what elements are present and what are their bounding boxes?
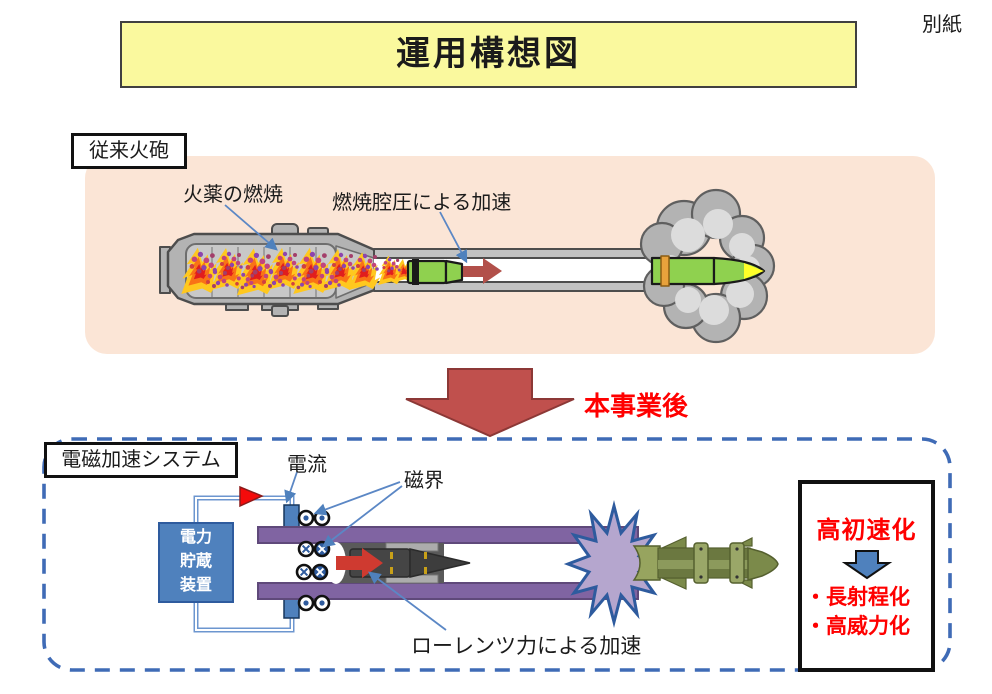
railgun-illustration [193, 471, 779, 633]
exiting-shell [650, 255, 766, 287]
rail-bottom [257, 582, 639, 600]
lorentz-force-annotation: ローレンツ力による加速 [411, 635, 642, 658]
lorentz-thrust-arrow-icon [336, 548, 383, 578]
armature-and-projectile [326, 542, 471, 584]
power-storage-device: 電力 貯蔵 装置 [158, 522, 234, 603]
after-project-label: 本事業後 [584, 391, 689, 421]
railgun-round [632, 536, 779, 590]
power-box-line3: 装置 [179, 577, 212, 594]
em-system-panel-border [42, 437, 952, 672]
outcome-item-power: ・高威力化 [805, 615, 910, 638]
railgun-leader-lines [284, 471, 447, 631]
power-box-line1: 電力 [179, 529, 212, 546]
muzzle-flash [563, 500, 665, 628]
outcome-item-range: ・長射程化 [805, 586, 910, 609]
page-title: 運用構想図 [120, 21, 857, 88]
combustion-annotation: 火薬の燃焼 [183, 184, 283, 206]
outcome-box: 高初速化 ・長射程化 ・高威力化 [798, 480, 935, 672]
shell-in-bore [406, 259, 464, 285]
conventional-section-label: 従来火砲 [71, 133, 187, 169]
current-annotation: 電流 [287, 454, 327, 476]
rail-top [257, 526, 639, 544]
outcome-heading: 高初速化 [816, 517, 917, 544]
outcome-down-arrow-icon [841, 550, 892, 580]
magnetic-field-annotation: 磁界 [404, 470, 444, 492]
cannon-leader-lines [224, 204, 468, 264]
em-system-section-label: 電磁加速システム [44, 442, 238, 478]
power-box-line2: 貯蔵 [179, 553, 212, 570]
pressure-acceleration-arrow-icon [463, 258, 502, 284]
rail-feed-connector-top [283, 504, 300, 530]
transition-down-arrow-icon [405, 368, 575, 438]
current-direction-icon [239, 485, 264, 508]
muzzle-blast-cloud [639, 188, 776, 344]
corner-note: 別紙 [922, 14, 962, 36]
cannon-illustration [159, 188, 776, 344]
pressure-acceleration-annotation: 燃焼腔圧による加速 [332, 192, 512, 214]
